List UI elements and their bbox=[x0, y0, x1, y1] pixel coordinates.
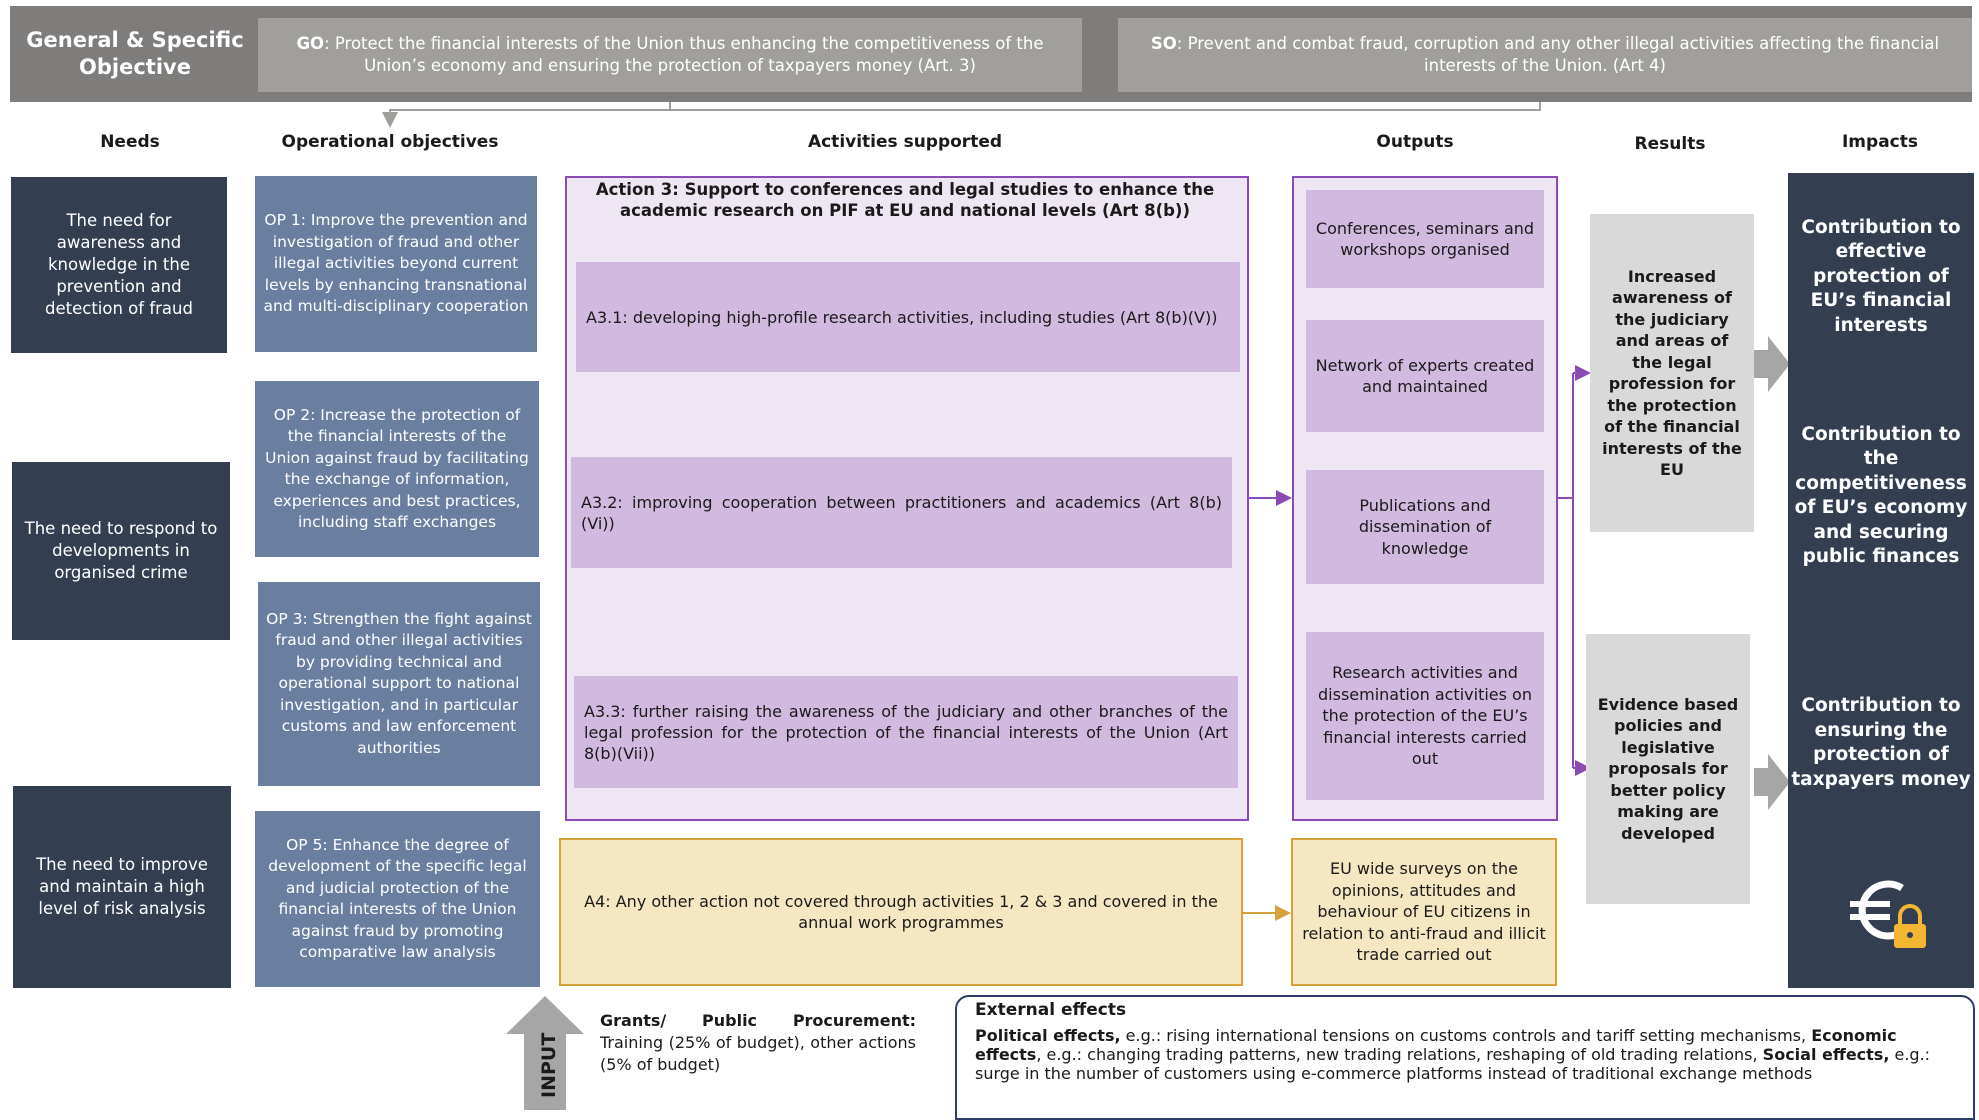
input-description: Grants/ Public Procurement: Training (25… bbox=[600, 1010, 916, 1080]
activity-a3-3: A3.3: further raising the awareness of t… bbox=[574, 676, 1238, 788]
specific-objective-box: SO: Prevent and combat fraud, corruption… bbox=[1118, 18, 1972, 92]
outputs-heading: Outputs bbox=[1376, 132, 1454, 152]
output-box: Publications and dissemination of knowle… bbox=[1306, 470, 1544, 584]
op-objective-box: OP 1: Improve the prevention and investi… bbox=[255, 176, 537, 352]
social-effects-text: e.g.: surge in the number of customers u… bbox=[975, 1045, 1931, 1083]
impacts-column bbox=[1788, 173, 1974, 988]
result-box: Increased awareness of the judiciary and… bbox=[1590, 214, 1754, 532]
output-box: Conferences, seminars and workshops orga… bbox=[1306, 190, 1544, 288]
go-label: GO bbox=[296, 34, 325, 53]
input-label: INPUT bbox=[538, 1033, 560, 1098]
activities-heading: Activities supported bbox=[807, 132, 1003, 152]
impact-text: Contribution to ensuring the protection … bbox=[1791, 695, 1971, 790]
impacts-heading: Impacts bbox=[1841, 132, 1918, 152]
euro-lock-icon bbox=[1850, 880, 1926, 948]
activity-a3-2: A3.2: improving cooperation between prac… bbox=[571, 457, 1232, 568]
need-box: The need for awareness and knowledge in … bbox=[11, 177, 227, 353]
results-heading: Results bbox=[1634, 134, 1706, 154]
impact-text: Contribution to the competitiveness of E… bbox=[1794, 423, 1968, 568]
op-objective-box: OP 2: Increase the protection of the fin… bbox=[255, 381, 539, 557]
operational-objectives-heading: Operational objectives bbox=[281, 132, 499, 152]
general-specific-objective-title: General & Specific Objective bbox=[26, 28, 244, 79]
eu-surveys-output-box: EU wide surveys on the opinions, attitud… bbox=[1291, 838, 1557, 986]
activity-a3-1: A3.1: developing high-profile research a… bbox=[576, 262, 1240, 372]
economic-effects-text: , e.g.: changing trading patterns, new t… bbox=[1036, 1045, 1763, 1064]
input-heading: Grants/ Public Procurement: bbox=[600, 1011, 916, 1030]
social-effects-label: Social effects, bbox=[1762, 1045, 1890, 1064]
external-effects-box: External effects Political effects, e.g.… bbox=[955, 995, 1975, 1120]
so-text: : Prevent and combat fraud, corruption a… bbox=[1176, 34, 1940, 75]
input-arrow-icon: INPUT bbox=[506, 996, 584, 1110]
general-objective-box: GO: Protect the financial interests of t… bbox=[258, 18, 1082, 92]
op-objective-box: OP 3: Strengthen the fight against fraud… bbox=[258, 582, 540, 786]
impact-text: Contribution to effective protection of … bbox=[1801, 216, 1961, 336]
input-text: Training (25% of budget), other actions … bbox=[600, 1033, 916, 1074]
go-text: : Protect the financial interests of the… bbox=[324, 34, 1044, 75]
economic-effects-label: Economic effects bbox=[975, 1026, 1897, 1064]
objectives-connector bbox=[382, 94, 671, 128]
result-1-impact-arrow bbox=[1754, 336, 1790, 392]
needs-heading: Needs bbox=[100, 132, 160, 152]
result-box: Evidence based policies and legislative … bbox=[1586, 634, 1750, 904]
external-effects-text: Political effects, e.g.: rising internat… bbox=[975, 1026, 1955, 1083]
external-effects-title: External effects bbox=[975, 1000, 1127, 1020]
political-effects-label: Political effects, bbox=[975, 1026, 1121, 1045]
activity-a4-box: A4: Any other action not covered through… bbox=[559, 838, 1243, 986]
need-box: The need to respond to developments in o… bbox=[12, 462, 230, 640]
op-objective-box: OP 5: Enhance the degree of development … bbox=[255, 811, 540, 987]
so-label: SO bbox=[1150, 34, 1177, 53]
output-box: Research activities and dissemination ac… bbox=[1306, 632, 1544, 800]
action-3-title: Action 3: Support to conferences and leg… bbox=[595, 180, 1215, 220]
political-effects-text: e.g.: rising international tensions on c… bbox=[1120, 1026, 1812, 1045]
result-2-impact-arrow bbox=[1754, 754, 1790, 810]
output-box: Network of experts created and maintaine… bbox=[1306, 320, 1544, 432]
need-box: The need to improve and maintain a high … bbox=[13, 786, 231, 988]
